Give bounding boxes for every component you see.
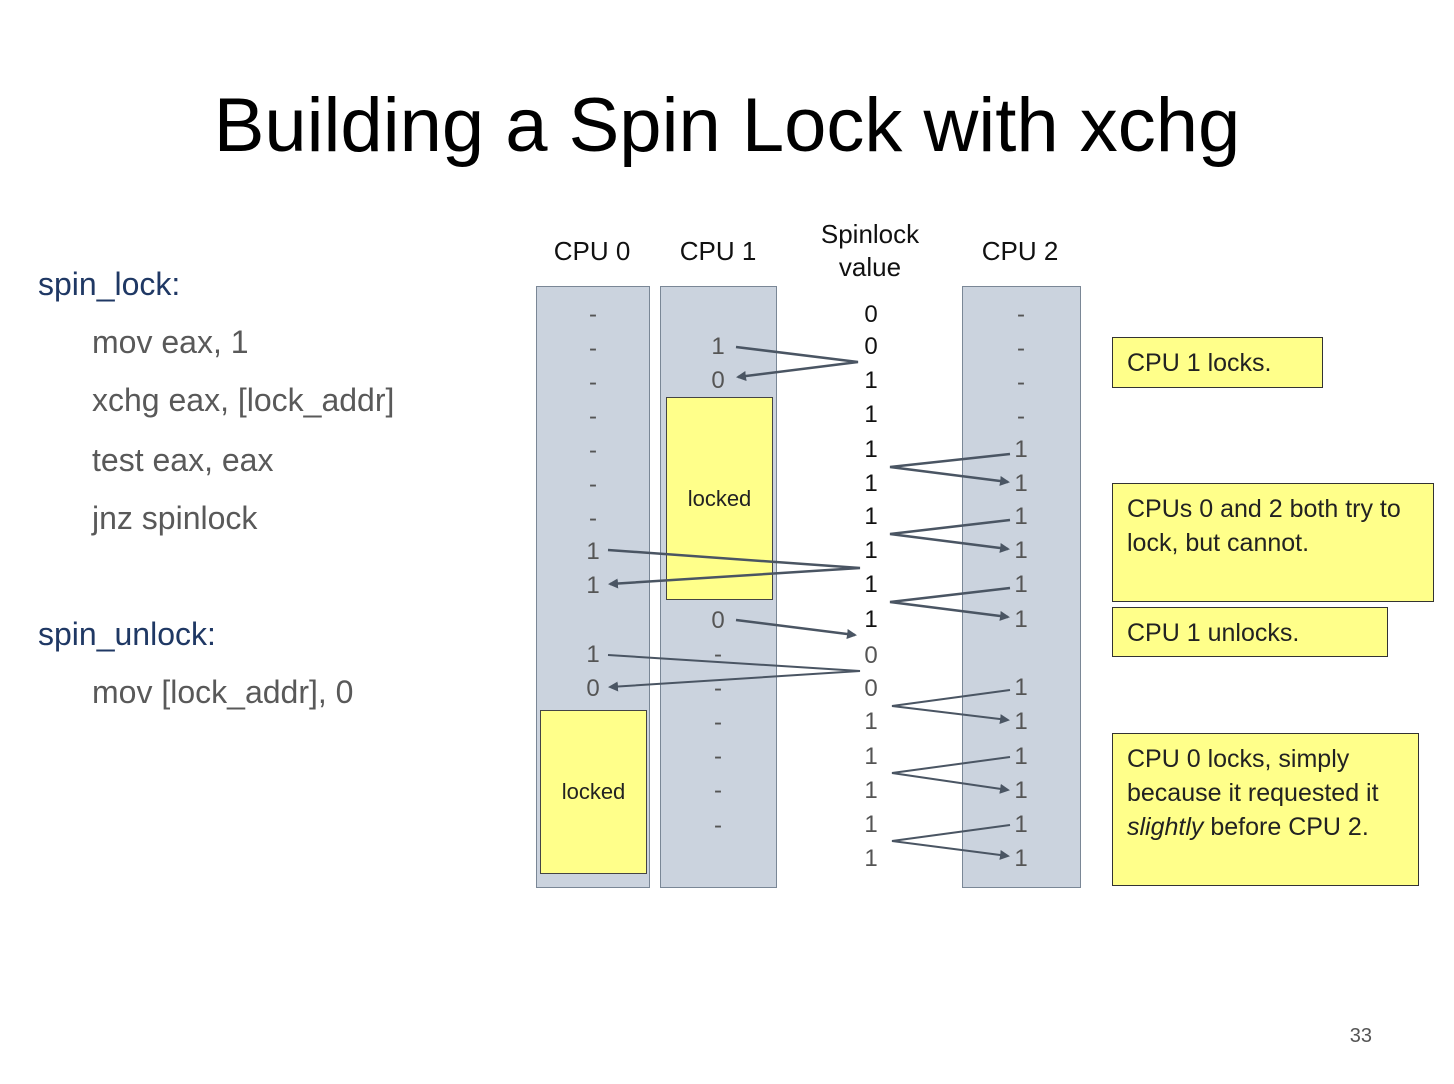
arrow-cpu2-try	[889, 518, 1011, 553]
spinlock-value: 1	[864, 470, 878, 497]
cpu0-value: 1	[586, 572, 600, 599]
cpu0-value: -	[589, 471, 597, 498]
spinlock-header-line2: value	[838, 252, 902, 282]
cpu0-value: -	[589, 437, 597, 464]
cpu2-value: 1	[1014, 811, 1028, 838]
cpu1-value: 1	[711, 333, 725, 360]
cpu2-value: -	[1017, 301, 1025, 328]
spinlock-value: 1	[864, 845, 878, 872]
cpu2-value: 1	[1014, 537, 1028, 564]
arrow-cpu0-try	[607, 548, 861, 589]
cpu0-value: 1	[586, 641, 600, 668]
cpu1-value: 0	[711, 607, 725, 634]
cpu1-value: -	[714, 675, 722, 702]
spinlock-value: 1	[864, 503, 878, 530]
cpu1-value: -	[714, 777, 722, 804]
spinlock-value: 0	[864, 333, 878, 360]
spinlock-value: 0	[864, 675, 878, 702]
cpu2-value: 1	[1014, 503, 1028, 530]
cpu2-value: 1	[1014, 470, 1028, 497]
spin-unlock-label: spin_unlock:	[38, 616, 216, 652]
cpu2-column	[962, 286, 1081, 888]
note-both-try: CPUs 0 and 2 both try to lock, but canno…	[1112, 483, 1434, 602]
cpu0-value: 0	[586, 675, 600, 702]
cpu2-value: 1	[1014, 436, 1028, 463]
arrow-cpu2-retry	[891, 824, 1011, 860]
arrow-cpu1-unlock	[735, 618, 857, 639]
spinlock-value: 1	[864, 367, 878, 394]
spinlock-value: 1	[864, 811, 878, 838]
note-both-try-text: CPUs 0 and 2 both try to lock, but canno…	[1127, 495, 1401, 557]
cpu2-value: 1	[1014, 845, 1028, 872]
spin-lock-label: spin_lock:	[38, 266, 181, 302]
arrow-cpu2-retry	[891, 689, 1011, 725]
cpu1-value: -	[714, 812, 722, 839]
cpu1-value: -	[714, 641, 722, 668]
note-cpu0-locks-emphasis: slightly	[1127, 813, 1204, 841]
note-cpu1-unlocks-text: CPU 1 unlocks.	[1127, 619, 1300, 647]
spinlock-value: 1	[864, 401, 878, 428]
spinlock-value: 1	[864, 571, 878, 598]
spinlock-value: 0	[864, 642, 878, 669]
cpu2-value: 1	[1014, 674, 1028, 701]
cpu1-header: CPU 1	[679, 236, 757, 266]
spinlock-value: 1	[864, 606, 878, 633]
spinlock-value: 0	[864, 301, 878, 328]
arrow-cpu2-try	[889, 586, 1011, 621]
cpu0-header: CPU 0	[553, 236, 631, 266]
cpu0-value: -	[589, 505, 597, 532]
code-line-3: test eax, eax	[92, 442, 274, 478]
spinlock-value: 1	[864, 537, 878, 564]
arrow-cpu0-lock	[607, 654, 861, 692]
cpu2-value: 1	[1014, 708, 1028, 735]
note-cpu1-locks-text: CPU 1 locks.	[1127, 349, 1272, 377]
cpu1-value: -	[714, 743, 722, 770]
note-cpu0-locks: CPU 0 locks, simply because it requested…	[1112, 733, 1419, 886]
code-line-4: jnz spinlock	[92, 500, 258, 536]
page-number: 33	[1349, 1025, 1372, 1047]
spinlock-value: 1	[864, 777, 878, 804]
cpu0-value: 1	[586, 538, 600, 565]
spinlock-value: 1	[864, 436, 878, 463]
cpu2-header: CPU 2	[981, 236, 1059, 266]
cpu2-value: -	[1017, 369, 1025, 396]
cpu2-value: 1	[1014, 743, 1028, 770]
cpu1-value: 0	[711, 367, 725, 394]
cpu1-value: -	[714, 709, 722, 736]
cpu2-value: 1	[1014, 571, 1028, 598]
spinlock-value: 1	[864, 708, 878, 735]
spinlock-value: 1	[864, 743, 878, 770]
cpu0-value: -	[589, 335, 597, 362]
code-line-5: mov [lock_addr], 0	[92, 674, 354, 710]
cpu0-value: -	[589, 301, 597, 328]
cpu0-value: -	[589, 403, 597, 430]
arrow-cpu2-try	[889, 452, 1011, 486]
arrow-cpu2-retry	[891, 756, 1011, 794]
note-cpu1-locks: CPU 1 locks.	[1112, 337, 1323, 388]
arrow-cpu1-lock	[735, 345, 859, 381]
code-line-2: xchg eax, [lock_addr]	[92, 382, 395, 418]
code-line-1: mov eax, 1	[92, 324, 249, 360]
note-cpu1-unlocks: CPU 1 unlocks.	[1112, 607, 1388, 657]
note-cpu0-locks-text: CPU 0 locks, simply because it requested…	[1127, 745, 1379, 807]
cpu2-value: -	[1017, 335, 1025, 362]
cpu0-locked-box: locked	[540, 710, 647, 874]
cpu1-locked-box: locked	[666, 397, 773, 600]
cpu2-value: -	[1017, 403, 1025, 430]
spinlock-header-line1: Spinlock	[820, 219, 920, 249]
note-cpu0-locks-text-end: before CPU 2.	[1203, 813, 1369, 841]
cpu2-value: 1	[1014, 606, 1028, 633]
cpu0-value: -	[589, 369, 597, 396]
cpu2-value: 1	[1014, 777, 1028, 804]
slide-title: Building a Spin Lock with xchg	[213, 83, 1241, 168]
